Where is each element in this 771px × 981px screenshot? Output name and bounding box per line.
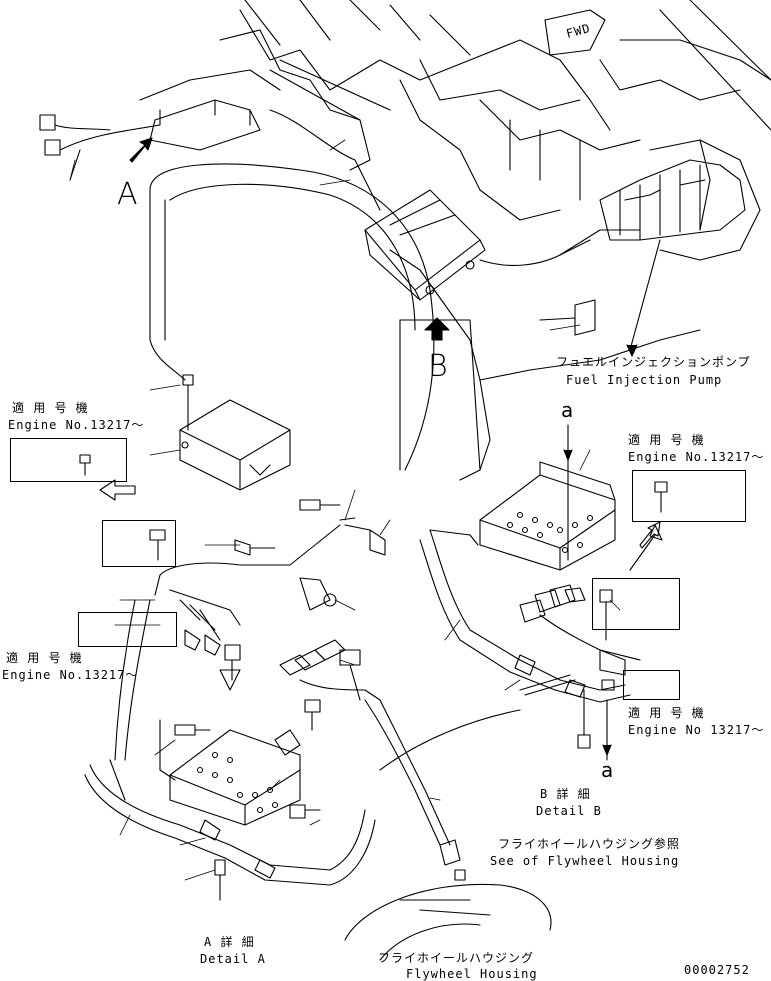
- view-a-marker: A: [117, 177, 138, 212]
- pump-label-en: Fuel Injection Pump: [566, 373, 723, 387]
- applicable-jp-2: 適 用 号 機: [6, 651, 83, 665]
- bracket-box-a: [102, 520, 176, 567]
- applicable-box-3: [632, 470, 746, 522]
- detail-a-jp: A 詳 細: [204, 935, 255, 949]
- section-marker-a-bottom: a: [601, 758, 614, 782]
- applicable-box-2: [78, 612, 177, 647]
- detail-b-assembly: [419, 424, 663, 761]
- detail-a-assembly: [84, 374, 552, 961]
- callout-arrow-b: [639, 521, 661, 549]
- controller-box-b: [364, 189, 486, 301]
- applicable-en-3: Engine No.13217～: [628, 450, 765, 464]
- applicable-en-2: Engine No.13217～: [2, 668, 139, 682]
- bracket-box-b: [623, 670, 680, 700]
- applicable-en-1: Engine No.13217～: [8, 418, 145, 432]
- arrow-a-top: [129, 137, 153, 163]
- detail-b-en: Detail B: [536, 804, 602, 818]
- applicable-jp-3: 適 用 号 機: [628, 433, 705, 447]
- flywheel-en: Flywheel Housing: [406, 967, 538, 981]
- applicable-box-4: [592, 578, 680, 630]
- detail-a-en: Detail A: [200, 952, 266, 966]
- harness-top: [39, 109, 641, 266]
- detail-b-jp: B 詳 細: [540, 787, 591, 801]
- applicable-jp-4: 適 用 号 機: [628, 706, 705, 720]
- arrow-b: [424, 317, 450, 341]
- inset-bolts: [79, 454, 668, 513]
- applicable-en-4: Engine No 13217～: [628, 723, 765, 737]
- see-flywheel-jp: フライホイールハウジング参照: [498, 837, 681, 851]
- callout-arrow-a: [99, 479, 136, 501]
- flywheel-jp: フライホイールハウジング: [378, 951, 535, 965]
- applicable-jp-1: 適 用 号 機: [12, 401, 89, 415]
- engine-block: [139, 0, 771, 481]
- view-b-marker: B: [428, 349, 448, 384]
- leader-lines: [69, 139, 621, 881]
- fwd-arrow-outline: [544, 9, 606, 56]
- section-marker-a-top: a: [561, 398, 574, 422]
- applicable-box-1: [10, 438, 127, 482]
- drawing-number: 00002752: [684, 963, 750, 977]
- fuel-injection-pump: [539, 159, 746, 357]
- pump-label-jp: フュエルインジェクションポンプ: [556, 355, 751, 369]
- see-flywheel-en: See of Flywheel Housing: [490, 854, 680, 868]
- flywheel-housing-ring: [149, 163, 481, 471]
